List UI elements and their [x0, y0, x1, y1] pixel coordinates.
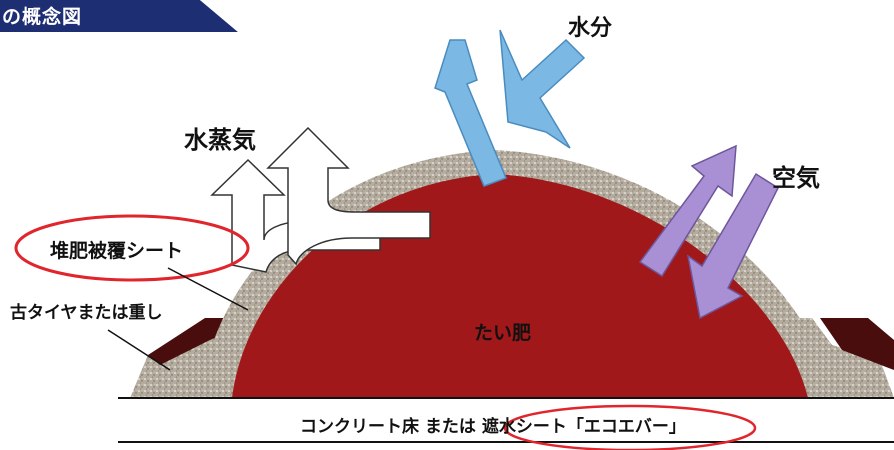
weight-blocks: [148, 318, 894, 370]
cover-sheet-label: 堆肥被覆シート: [50, 240, 184, 262]
cover-sheet-highlight-oval: [14, 214, 250, 282]
steam-label: 水蒸気: [184, 126, 256, 154]
weights-leader-line: [107, 329, 171, 371]
header-title: の概念図: [2, 6, 83, 28]
moisture-arrows: [434, 29, 586, 187]
floor-label: コンクリート床 または 遮水シート「エコエバー」: [300, 417, 686, 437]
header-banner: [0, 0, 240, 32]
compost-label: たい肥: [474, 322, 532, 344]
moisture-label: 水分: [568, 16, 613, 41]
air-arrows: [638, 144, 779, 320]
weights-label: 古タイヤまたは重し: [10, 303, 163, 323]
cover-sheet-leader-line: [167, 267, 249, 311]
steam-arrows: [210, 126, 431, 273]
air-label: 空気: [772, 164, 820, 192]
eco-sheet-highlight-oval: [503, 404, 757, 450]
